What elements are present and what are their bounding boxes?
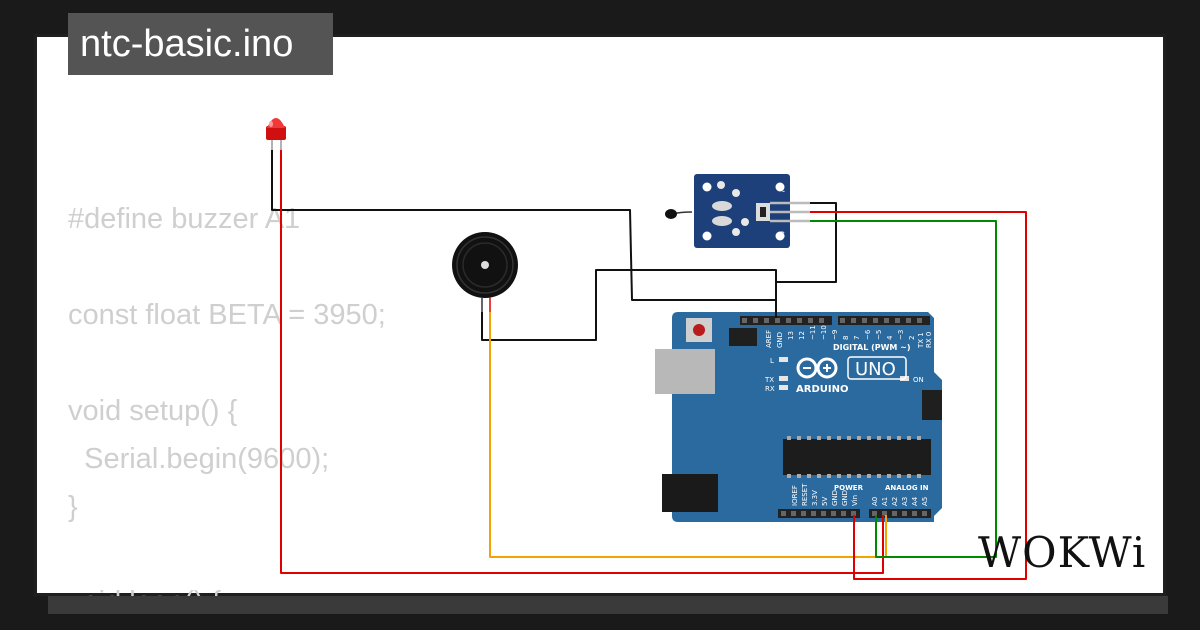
pin-label-a1: A1 [881, 497, 889, 506]
usb-port [655, 349, 715, 394]
arduino-infinity-logo [796, 357, 838, 379]
piezo-buzzer[interactable] [452, 232, 518, 312]
thermistor-bead [665, 209, 677, 219]
pin-label-6: ~6 [864, 329, 872, 340]
code-line-6: Serial.begin(9600); [68, 443, 330, 475]
arduino-uno-board[interactable]: AREF GND 13 12 ~11 ~10 ~9 8 7 ~6 ~5 4 ~3… [655, 312, 942, 522]
ntc-pin-minus-label: - [782, 186, 785, 196]
power-label: POWER [834, 484, 864, 492]
header-analog[interactable] [869, 509, 931, 518]
project-title: ntc-basic.ino [68, 13, 333, 75]
pin-label-5: ~5 [875, 330, 883, 340]
power-jack [662, 474, 718, 512]
pin-label-2: 2 [908, 336, 916, 340]
frame-shadow [48, 596, 1168, 614]
wire-orange-buzzer-to-a1[interactable] [489, 312, 887, 558]
uno-model-label: UNO [855, 359, 896, 380]
code-line-9: void loop() { [68, 586, 221, 596]
header-power[interactable] [778, 509, 860, 518]
wire-red-led-to-a0[interactable] [280, 150, 884, 574]
pin-label-11: ~11 [809, 325, 817, 340]
pin-label-7: 7 [853, 336, 861, 340]
pin-label-3v3: 3.3V [811, 490, 819, 506]
analog-in-label: ANALOG IN [885, 484, 929, 492]
ntc-pin-s-label: S [779, 230, 785, 240]
pin-label-a2: A2 [891, 497, 899, 506]
pin-label-8: 8 [842, 336, 850, 340]
code-line-5: void setup() { [68, 395, 238, 427]
digital-pwm-label: DIGITAL (PWM ~) [833, 343, 911, 352]
pin-label-gnd: GND [776, 332, 784, 348]
reset-button[interactable] [693, 324, 705, 336]
pin-label-13: 13 [787, 331, 795, 340]
code-line-3: const float BETA = 3950; [68, 299, 386, 331]
wire-green-ntc-signal[interactable] [810, 220, 997, 558]
led-rx-label: RX [765, 385, 775, 393]
ntc-sensor-module[interactable]: - S [665, 174, 810, 248]
pin-label-9: ~9 [831, 330, 839, 340]
wire-black-buzzer-to-gnd[interactable] [481, 269, 777, 341]
pin-label-rx0: RX 0 [925, 332, 933, 348]
red-led[interactable] [266, 118, 286, 150]
diagram-canvas[interactable] [34, 34, 1166, 596]
pin-label-5v: 5V [821, 497, 829, 506]
pin-label-10: ~10 [820, 325, 828, 340]
pin-label-a0: A0 [871, 497, 879, 506]
atmega-chip [783, 439, 931, 475]
pin-label-gnd-1: GND [831, 490, 839, 506]
pin-label-a5: A5 [921, 497, 929, 506]
pin-label-a4: A4 [911, 496, 919, 506]
pin-label-gnd-2: GND [841, 490, 849, 506]
pin-label-ioref: IOREF [791, 485, 799, 506]
pin-label-vin: Vin [851, 495, 859, 506]
arduino-brand-label: ARDUINO [796, 384, 848, 395]
wire-red-ntc-vcc[interactable] [810, 211, 1027, 580]
wire-black-ntc-gnd[interactable] [775, 202, 837, 318]
led-tx-label: TX [764, 376, 774, 384]
code-line-7: } [68, 491, 78, 523]
pin-label-12: 12 [798, 331, 806, 340]
code-line-1: #define buzzer A1 [68, 203, 301, 235]
pin-label-aref: AREF [765, 330, 773, 348]
pin-label-reset: RESET [801, 483, 809, 506]
led-l-label: L [770, 357, 774, 365]
pin-label-a3: A3 [901, 497, 909, 506]
wokwi-logo: WOKWi [978, 528, 1147, 577]
pin-label-4: 4 [886, 335, 894, 340]
pin-label-3: ~3 [897, 330, 905, 340]
on-led-label: ON [913, 376, 924, 384]
pin-label-tx1: TX 1 [917, 332, 925, 349]
